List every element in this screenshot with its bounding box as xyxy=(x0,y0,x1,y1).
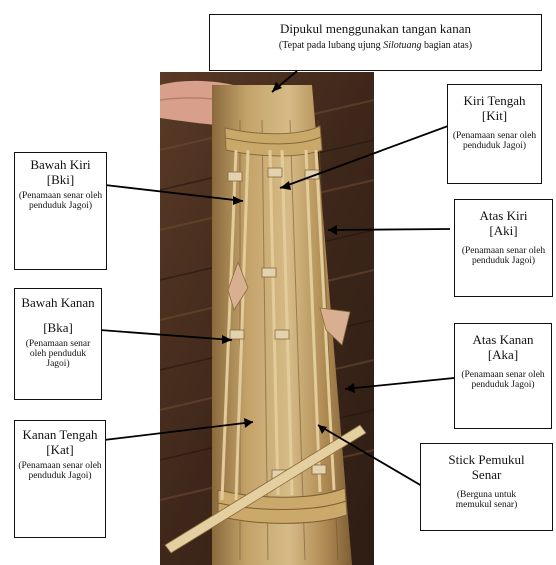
aka-code: [Aka] xyxy=(455,347,551,362)
aki-name: Atas Kiri xyxy=(455,208,552,223)
bki-name: Bawah Kiri xyxy=(15,157,106,172)
stick-name: Stick Pemukul Senar xyxy=(421,452,552,482)
aka-name: Atas Kanan xyxy=(455,332,551,347)
bka-code: [Bka] xyxy=(15,320,101,335)
kat-note: (Penamaan senar oleh penduduk Jagoi) xyxy=(15,461,105,481)
kit-note: (Penamaan senar oleh penduduk Jagoi) xyxy=(448,131,541,151)
callout-kiri-tengah: Kiri Tengah [Kit] (Penamaan senar oleh p… xyxy=(447,84,542,184)
callout-atas-kanan: Atas Kanan [Aka] (Penamaan senar oleh pe… xyxy=(454,323,552,429)
callout-atas-kiri: Atas Kiri [Aki] (Penamaan senar oleh pen… xyxy=(454,199,553,297)
bka-note: (Penamaan senar oleh penduduk Jagoi) xyxy=(15,339,101,369)
top-title: Dipukul menggunakan tangan kanan xyxy=(210,21,541,36)
aki-note: (Penamaan senar oleh penduduk Jagoi) xyxy=(455,246,552,266)
bki-note: (Penamaan senar oleh penduduk Jagoi) xyxy=(15,191,106,211)
bki-code: [Bki] xyxy=(15,172,106,187)
kit-name: Kiri Tengah xyxy=(448,93,541,108)
callout-top: Dipukul menggunakan tangan kanan (Tepat … xyxy=(209,14,542,71)
bka-name: Bawah Kanan xyxy=(15,295,101,310)
callout-stick-pemukul: Stick Pemukul Senar (Berguna untuk memuk… xyxy=(420,443,553,531)
kat-name: Kanan Tengah xyxy=(15,427,105,442)
aka-note: (Penamaan senar oleh penduduk Jagoi) xyxy=(455,370,551,390)
aki-code: [Aki] xyxy=(455,223,552,238)
kat-code: [Kat] xyxy=(15,442,105,457)
top-note: (Tepat pada lubang ujung Silotuang bagia… xyxy=(210,41,541,51)
kit-code: [Kit] xyxy=(448,108,541,123)
stick-note: (Berguna untuk memukul senar) xyxy=(421,490,552,510)
callout-kanan-tengah: Kanan Tengah [Kat] (Penamaan senar oleh … xyxy=(14,420,106,538)
callout-bawah-kiri: Bawah Kiri [Bki] (Penamaan senar oleh pe… xyxy=(14,152,107,270)
callout-bawah-kanan: Bawah Kanan [Bka] (Penamaan senar oleh p… xyxy=(14,288,102,400)
